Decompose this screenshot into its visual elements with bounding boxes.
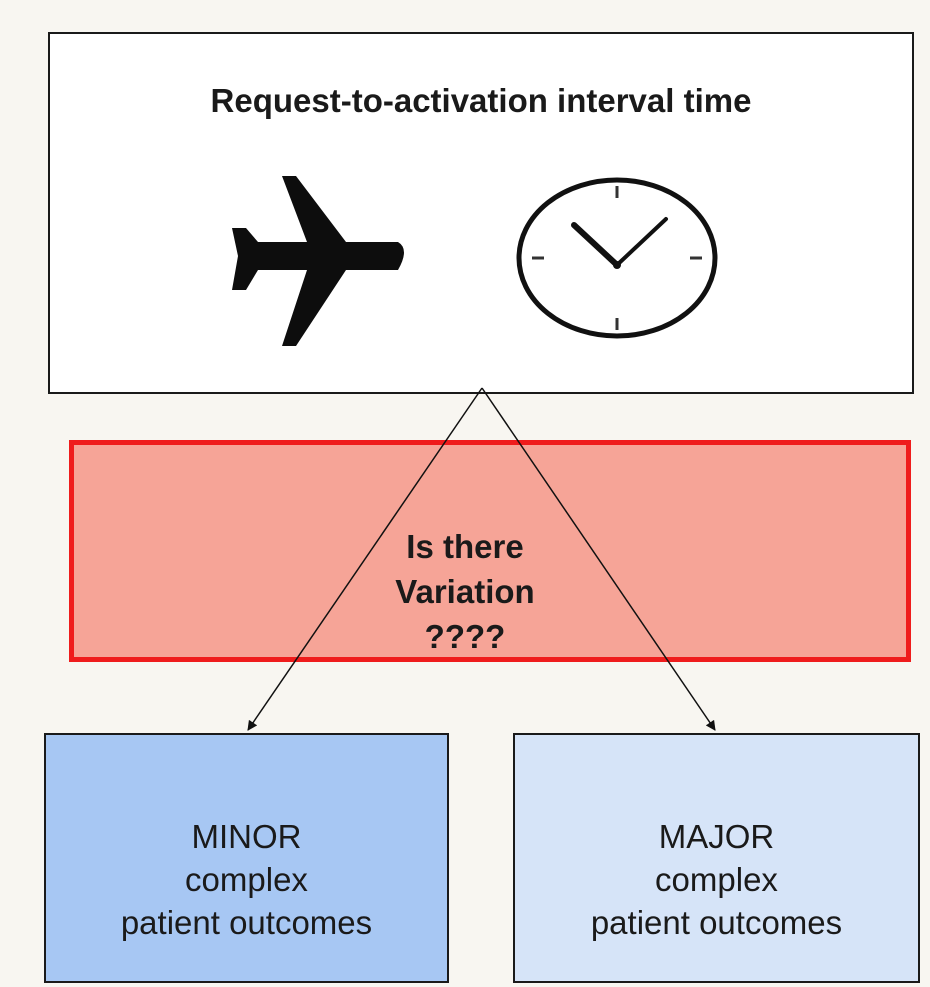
major-outcomes-box: MAJOR complex patient outcomes <box>513 733 920 983</box>
arrow-to-minor <box>247 387 483 731</box>
question-line-1: Is there <box>406 528 524 565</box>
minor-outcomes-box: MINOR complex patient outcomes <box>44 733 449 983</box>
major-complex-label: complex <box>655 861 778 898</box>
variation-question-text: Is there Variation ???? <box>0 524 930 659</box>
question-line-3: ???? <box>424 618 506 655</box>
interval-time-box: Request-to-activation interval time <box>48 32 914 394</box>
major-label: MAJOR <box>658 818 775 855</box>
major-outcomes-text: MAJOR complex patient outcomes <box>515 815 918 944</box>
minor-patient-outcomes-label: patient outcomes <box>120 904 373 941</box>
question-line-2: Variation <box>395 573 535 610</box>
airplane-icon <box>232 176 404 346</box>
clock-icon <box>516 177 718 339</box>
arrow-to-major <box>481 387 716 731</box>
interval-time-title: Request-to-activation interval time <box>210 82 752 119</box>
variation-question-box <box>69 440 911 662</box>
minor-outcomes-text: MINOR complex patient outcomes <box>46 815 447 944</box>
minor-label: MINOR <box>191 818 302 855</box>
major-patient-outcomes-label: patient outcomes <box>590 904 843 941</box>
minor-complex-label: complex <box>185 861 308 898</box>
